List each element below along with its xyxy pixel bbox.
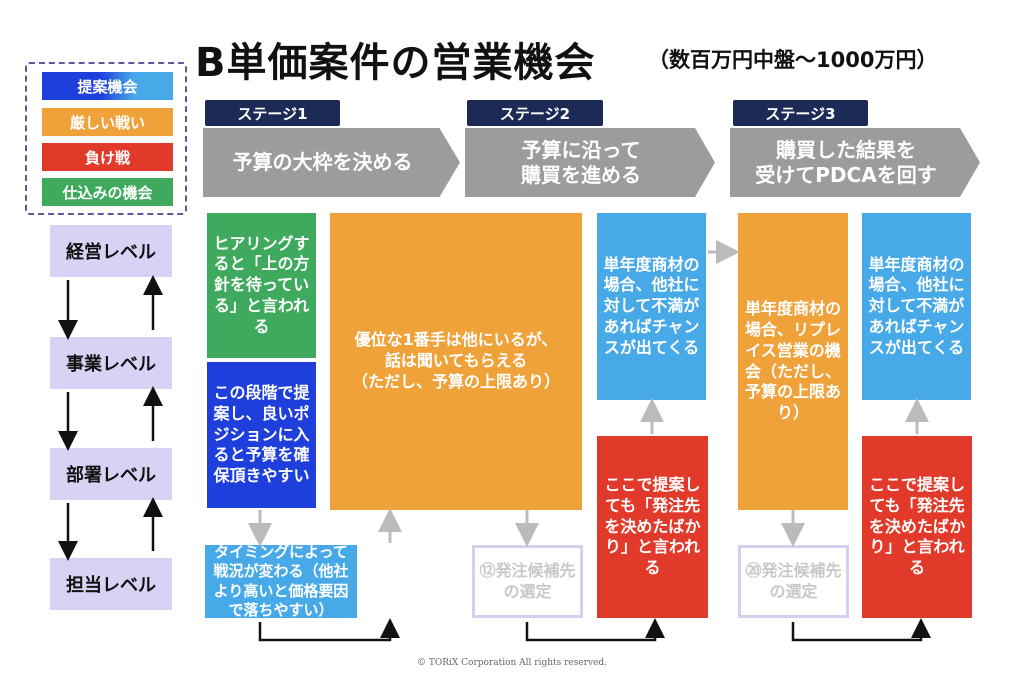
s1-tough-box: 優位な1番手は他にいるが、 話は聞いてもらえる （ただし、予算の上限あり） (330, 213, 582, 510)
s1-proposal-box: この段階で提案し、良いポジションに入ると予算を確保頂きやすい (207, 362, 316, 508)
bracket-arrow-icon (258, 618, 400, 642)
s3-losing-box: ここで提案しても「発注先を決めたばかり」と言われる (862, 436, 972, 618)
stage-3-label: ステージ3 (733, 100, 868, 126)
stage-2-label: ステージ2 (467, 100, 603, 126)
legend-item-losing: 負け戦 (42, 143, 173, 171)
bracket-arrow-icon (791, 618, 931, 642)
s2-losing-box: ここで提案しても「発注先を決めたばかり」と言われる (597, 436, 708, 618)
stage-3-heading: 購買した結果を 受けてPDCAを回す (730, 128, 980, 197)
s3-tough-box: 単年度商材の場合、リプレイス営業の機会（ただし、予算の上限あり） (738, 213, 848, 510)
level-business: 事業レベル (50, 337, 172, 389)
stage-2-heading: 予算に沿って 購買を進める (465, 128, 715, 197)
legend-item-tough: 厳しい戦い (42, 108, 173, 136)
copyright: © TORiX Corporation All rights reserved. (416, 658, 608, 668)
s2-proposal-box: 単年度商材の場合、他社に対して不満があればチャンスが出てくる (597, 213, 706, 400)
s3-candidate-box: ⑳発注候補先の選定 (738, 545, 849, 618)
legend (25, 62, 187, 215)
s3-proposal-box: 単年度商材の場合、他社に対して不満があればチャンスが出てくる (862, 213, 971, 400)
legend-item-groundwork: 仕込みの機会 (42, 178, 173, 206)
s1-groundwork-box: ヒアリングすると「上の方針を待っている」と言われる (207, 213, 316, 358)
stage-1-heading: 予算の大枠を決める (203, 128, 460, 197)
page-subtitle: （数百万円中盤〜1000万円） (648, 48, 938, 72)
level-executive: 経営レベル (50, 225, 172, 277)
level-staff: 担当レベル (50, 558, 172, 610)
bracket-arrow-icon (525, 618, 665, 642)
stage-1-label: ステージ1 (205, 100, 340, 126)
legend-item-proposal: 提案機会 (42, 72, 173, 100)
level-department: 部署レベル (50, 448, 172, 500)
s1-bottom-box: タイミングによって戦況が変わる（他社より高いと価格要因で落ちやすい） (205, 543, 357, 619)
page-title: B単価案件の営業機会 (195, 40, 596, 86)
s2-candidate-box: ⑫発注候補先の選定 (472, 545, 583, 618)
